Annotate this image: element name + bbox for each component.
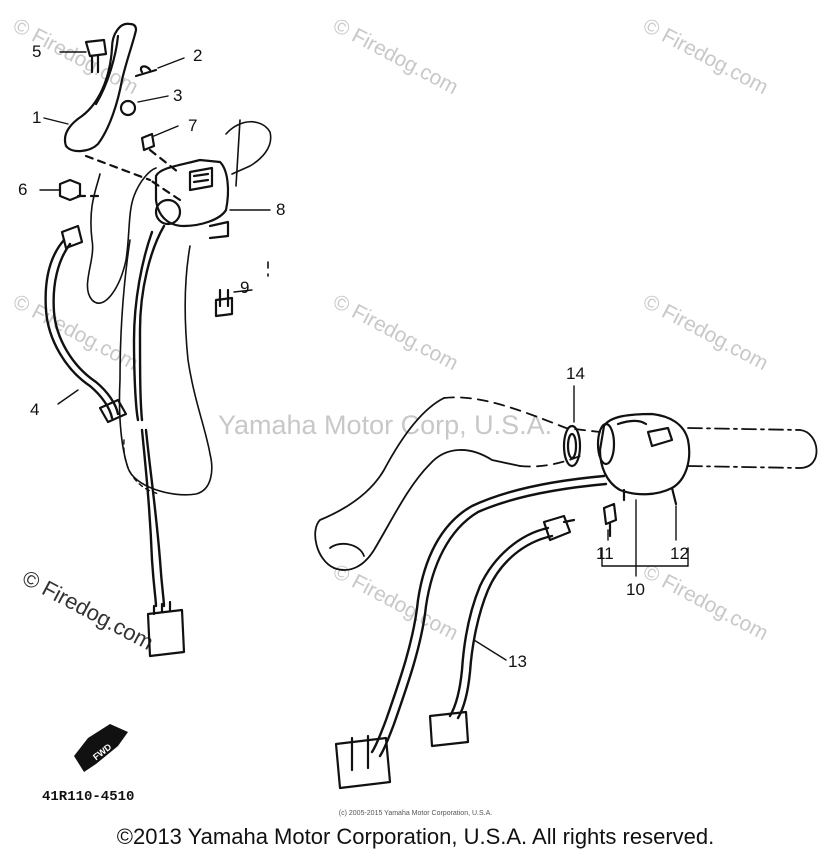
callout-13: 13 bbox=[508, 652, 527, 671]
right-switch-housing bbox=[598, 412, 691, 496]
callout-7: 7 bbox=[188, 116, 198, 135]
brake-switch bbox=[542, 514, 572, 542]
left-connector bbox=[146, 608, 186, 658]
washer bbox=[119, 99, 137, 117]
brake-connector bbox=[428, 710, 470, 748]
brake-switch-lead bbox=[448, 526, 550, 718]
callout-4: 4 bbox=[30, 400, 40, 419]
perch-outline bbox=[86, 167, 157, 304]
left-handlebar-tube bbox=[118, 239, 213, 496]
callout-12: 12 bbox=[670, 544, 689, 563]
left-switch-housing bbox=[154, 158, 230, 228]
forward-arrow-icon bbox=[74, 724, 128, 772]
footer-copyright: ©2013 Yamaha Motor Corporation, U.S.A. A… bbox=[116, 824, 715, 849]
throttle-ring bbox=[562, 424, 582, 468]
callout-9: 9 bbox=[240, 278, 250, 297]
callout-6: 6 bbox=[18, 180, 28, 199]
callout-8: 8 bbox=[276, 200, 286, 219]
callout-2: 2 bbox=[193, 46, 203, 65]
housing-screw bbox=[602, 502, 618, 526]
screw bbox=[134, 65, 158, 78]
clutch-switch bbox=[60, 224, 84, 250]
callout-1: 1 bbox=[32, 108, 42, 127]
small-copyright: (c) 2005-2015 Yamaha Motor Corporation, … bbox=[338, 810, 493, 817]
left-grip bbox=[225, 120, 272, 175]
clutch-switch-lead bbox=[44, 238, 114, 420]
diagram-part-code: 41R110-4510 bbox=[42, 789, 135, 805]
callout-10: 10 bbox=[626, 580, 645, 599]
nut bbox=[58, 178, 82, 202]
right-harness bbox=[370, 474, 606, 754]
watermark-center: Yamaha Motor Corp, U.S.A. bbox=[218, 410, 553, 440]
lever-bolt bbox=[84, 38, 108, 58]
callout-5: 5 bbox=[32, 42, 42, 61]
callout-3: 3 bbox=[173, 86, 183, 105]
right-grip bbox=[687, 427, 801, 431]
right-connector bbox=[334, 736, 392, 790]
clutch-lever bbox=[63, 22, 138, 153]
callout-11: 11 bbox=[596, 544, 614, 563]
callout-14: 14 bbox=[566, 364, 585, 383]
left-harness bbox=[138, 224, 166, 422]
